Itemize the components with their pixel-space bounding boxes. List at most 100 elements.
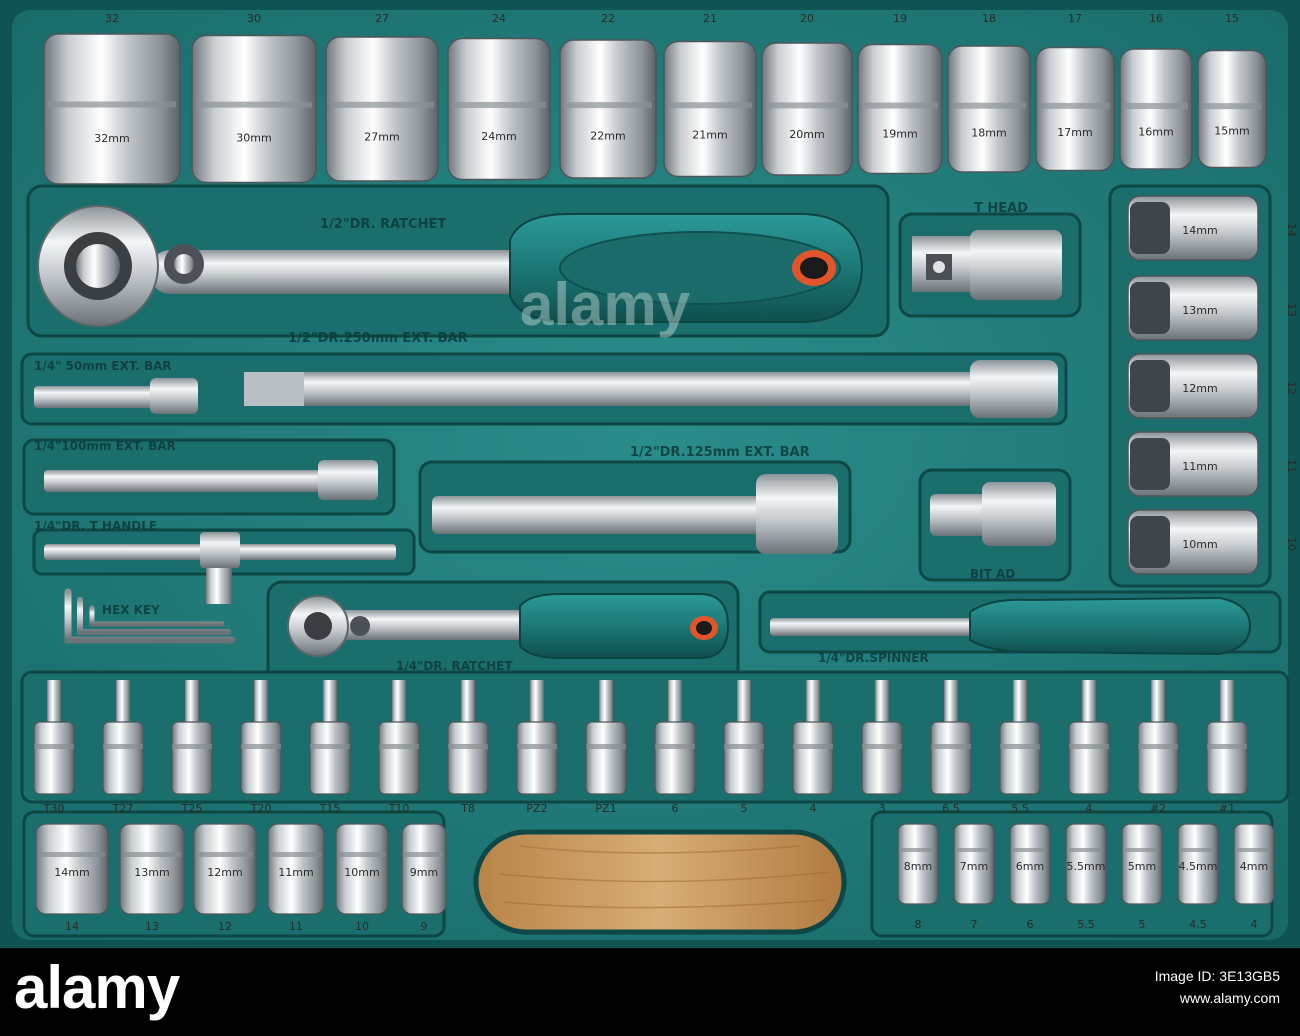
socket-size-label: 12: [1285, 381, 1298, 395]
label-bit-ad: BIT AD: [970, 567, 1015, 581]
label-ext-50: 1/4" 50mm EXT. BAR: [34, 359, 172, 373]
socket-size-label: 5.5: [1077, 918, 1095, 931]
mini-socket: 7mm: [953, 823, 995, 905]
bit-label: 4: [1086, 802, 1093, 815]
bit-socket: [309, 680, 351, 795]
socket-engraving: 14mm: [54, 866, 89, 879]
socket-size-label: 15: [1225, 12, 1239, 25]
mini-socket: 5mm: [1121, 823, 1163, 905]
large-socket: 27mm: [325, 36, 439, 182]
side-socket: 12mm: [1127, 353, 1259, 419]
t-handle: [44, 532, 396, 604]
large-socket: 30mm: [191, 34, 317, 184]
socket-size-label: 13: [145, 920, 159, 933]
mini-socket: 6mm: [1009, 823, 1051, 905]
socket-engraving: 12mm: [1182, 382, 1217, 395]
socket-engraving: 11mm: [278, 866, 313, 879]
socket-engraving: 17mm: [1057, 126, 1092, 139]
bit-socket: [585, 680, 627, 795]
side-socket: 13mm: [1127, 275, 1259, 341]
small-socket: 10mm: [335, 823, 389, 915]
bit-label: PZ2: [526, 802, 547, 815]
bit-socket: [930, 680, 972, 795]
socket-engraving: 22mm: [590, 129, 625, 142]
socket-size-label: 11: [1285, 459, 1298, 473]
ext-bar-50: [34, 378, 198, 414]
socket-size-label: 9: [421, 920, 428, 933]
socket-size-label: 4.5: [1189, 918, 1207, 931]
bit-label: T8: [460, 802, 475, 815]
socket-size-label: 6: [1027, 918, 1034, 931]
bit-socket: [447, 680, 489, 795]
side-socket: 11mm: [1127, 431, 1259, 497]
socket-engraving: 32mm: [94, 132, 129, 145]
image-id: Image ID: 3E13GB5: [1154, 968, 1280, 984]
socket-engraving: 9mm: [410, 866, 438, 879]
small-socket: 13mm: [119, 823, 185, 915]
side-socket: 14mm: [1127, 195, 1259, 261]
socket-engraving: 5.5mm: [1067, 860, 1106, 873]
label-ratchet-quarter: 1/4"DR. RATCHET: [396, 659, 513, 673]
socket-size-label: 20: [800, 12, 814, 25]
socket-size-label: 10: [1285, 537, 1298, 551]
socket-size-label: 30: [247, 12, 261, 25]
bit-label: 6.5: [942, 802, 960, 815]
small-socket: 14mm: [35, 823, 109, 915]
label-ext-100: 1/4"100mm EXT. BAR: [34, 439, 176, 453]
socket-size-label: 13: [1285, 303, 1298, 317]
label-ratchet-half: 1/2"DR. RATCHET: [320, 217, 446, 232]
label-t-handle: 1/4"DR. T HANDLE: [34, 519, 157, 533]
socket-engraving: 16mm: [1138, 125, 1173, 138]
bit-socket: [102, 680, 144, 795]
t-head: [912, 230, 1062, 300]
socket-size-label: 5: [1139, 918, 1146, 931]
socket-size-label: 16: [1149, 12, 1163, 25]
socket-engraving: 30mm: [236, 131, 271, 144]
socket-size-label: 22: [601, 12, 615, 25]
socket-engraving: 6mm: [1016, 860, 1044, 873]
socket-engraving: 14mm: [1182, 224, 1217, 237]
socket-size-label: 24: [492, 12, 506, 25]
bit-label: #1: [1219, 802, 1235, 815]
ext-bar-125: [432, 474, 838, 554]
credit-bar: [0, 948, 1300, 1036]
bit-socket: [240, 680, 282, 795]
bit-label: 5: [741, 802, 748, 815]
bit-socket: [171, 680, 213, 795]
bit-label: T15: [319, 802, 341, 815]
large-ratchet: [37, 205, 864, 327]
socket-engraving: 4mm: [1240, 860, 1268, 873]
ext-bar-250: [244, 360, 1058, 418]
bit-label: 4: [810, 802, 817, 815]
socket-size-label: 18: [982, 12, 996, 25]
socket-size-label: 32: [105, 12, 119, 25]
image-id-block: Image ID: 3E13GB5 www.alamy.com: [1155, 965, 1280, 1009]
socket-engraving: 12mm: [207, 866, 242, 879]
bit-socket: [516, 680, 558, 795]
alamy-logo: alamy: [14, 954, 180, 1021]
label-spinner: 1/4"DR.SPINNER: [818, 651, 929, 665]
bit-label: T20: [250, 802, 272, 815]
site-url: www.alamy.com: [1179, 990, 1280, 1006]
label-t-head: T HEAD: [974, 201, 1028, 216]
bit-label: #2: [1150, 802, 1166, 815]
bit-label: 5.5: [1011, 802, 1029, 815]
socket-size-label: 7: [971, 918, 978, 931]
socket-size-label: 27: [375, 12, 389, 25]
large-socket: 16mm: [1119, 48, 1193, 170]
bit-label: PZ1: [595, 802, 616, 815]
socket-size-label: 12: [218, 920, 232, 933]
ext-bar-100: [44, 460, 378, 500]
large-socket: 19mm: [857, 43, 943, 175]
bit-socket: [792, 680, 834, 795]
small-socket: 12mm: [193, 823, 257, 915]
bit-label: 6: [672, 802, 679, 815]
label-ext-125: 1/2"DR.125mm EXT. BAR: [630, 445, 810, 460]
spinner: [770, 596, 1252, 656]
socket-engraving: 21mm: [692, 129, 727, 142]
bit-socket: [378, 680, 420, 795]
large-socket: 21mm: [663, 40, 757, 178]
socket-engraving: 10mm: [1182, 538, 1217, 551]
socket-engraving: 5mm: [1128, 860, 1156, 873]
